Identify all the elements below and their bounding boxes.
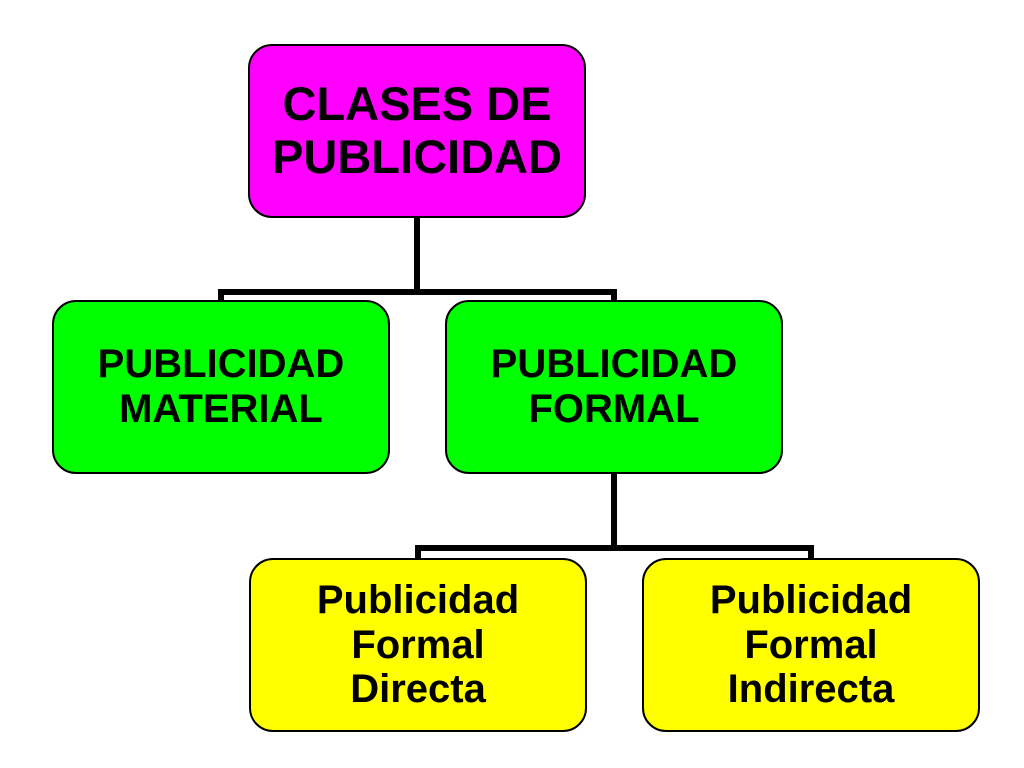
node-label-line: PUBLICIDAD: [490, 342, 738, 387]
node-label-line: PUBLICIDAD: [272, 130, 562, 183]
node-label-line: CLASES DE: [282, 77, 552, 131]
node-label-line: Publicidad: [316, 577, 520, 622]
node-label-line: Formal: [744, 622, 878, 667]
node-label-line: FORMAL: [528, 387, 700, 431]
node-label-line: Formal: [351, 622, 485, 667]
node-publicidad-formal-directa: Publicidad Formal Directa: [249, 558, 587, 732]
node-label-line: PUBLICIDAD: [97, 342, 345, 387]
connector-level3-bar: [415, 545, 814, 558]
connector-level2-bar: [218, 289, 617, 300]
node-label-line: Indirecta: [727, 667, 895, 712]
node-publicidad-formal-indirecta: Publicidad Formal Indirecta: [642, 558, 980, 732]
node-label-line: MATERIAL: [119, 387, 323, 431]
node-publicidad-formal: PUBLICIDAD FORMAL: [445, 300, 783, 474]
node-label-line: Directa: [350, 667, 486, 712]
node-publicidad-material: PUBLICIDAD MATERIAL: [52, 300, 390, 474]
node-label-line: Publicidad: [709, 577, 913, 622]
node-clases-de-publicidad: CLASES DE PUBLICIDAD: [248, 44, 586, 218]
